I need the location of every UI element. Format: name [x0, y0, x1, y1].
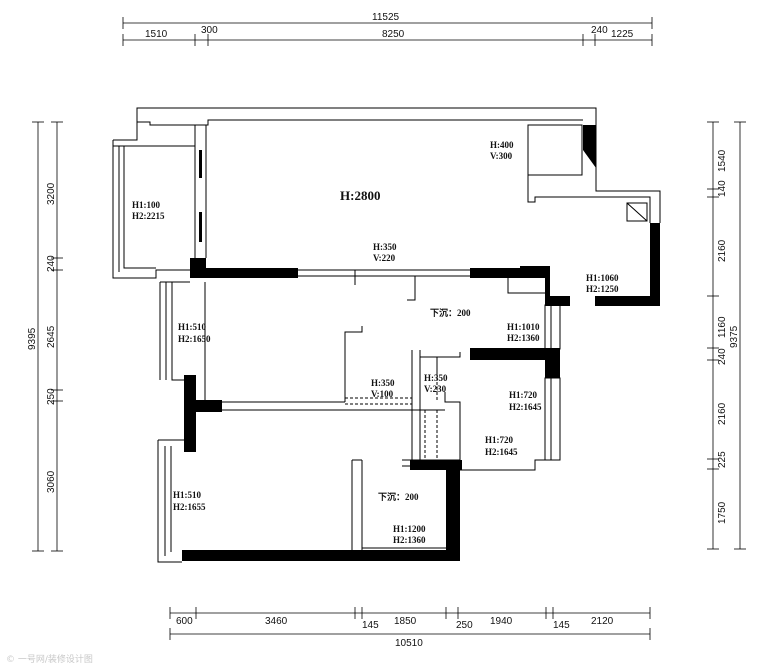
- dim-left-seg-3: 2645: [46, 325, 57, 348]
- opening-main-h-label: H:350: [373, 242, 397, 252]
- ceiling-height-label: H:2800: [340, 188, 380, 203]
- opening-hall-h-label: H:350: [371, 378, 395, 388]
- window-right-upper-h1: H1:1060: [586, 273, 619, 283]
- dim-top-seg-4: 240: [591, 25, 608, 36]
- right-dimension-lines: [707, 121, 746, 550]
- dim-left-total: 9395: [27, 327, 38, 350]
- drop-upper-label: 下沉：200: [430, 307, 471, 318]
- window-left-lower-h2: H2:1655: [173, 502, 206, 512]
- dim-bottom-seg-4: 1850: [394, 616, 417, 627]
- dim-top-seg-3: 8250: [382, 29, 405, 40]
- dim-right-seg-3: 2160: [717, 239, 728, 262]
- dim-top-seg-2: 300: [201, 25, 218, 36]
- balcony-h1-label: H1:100: [132, 200, 160, 210]
- window-left-mid-h1: H1:510: [178, 322, 206, 332]
- window-bottom-h1: H1:1200: [393, 524, 426, 534]
- watermark: © 一号网/装修设计图: [6, 653, 93, 665]
- dim-bottom-seg-5: 250: [456, 620, 473, 631]
- dim-right-total: 9375: [729, 325, 740, 348]
- drop-lower-label: 下沉：200: [378, 491, 419, 502]
- bottom-dimension-lines: [169, 607, 651, 640]
- opening-bath-v-label: V:230: [424, 384, 447, 394]
- dim-right-seg-4: 1160: [717, 316, 728, 338]
- window-right-lower-h2: H2:1645: [485, 447, 518, 457]
- dim-right-seg-8: 1750: [717, 501, 728, 524]
- kitchen-v-label: V:300: [490, 151, 513, 161]
- dim-left-seg-2: 240: [46, 255, 57, 272]
- window-bottom-h2: H2:1360: [393, 535, 426, 545]
- top-dimension-lines: [122, 17, 653, 46]
- dim-bottom-total: 10510: [395, 638, 423, 649]
- opening-bath-h-label: H:350: [424, 373, 448, 383]
- opening-hall-v-label: V:100: [371, 389, 394, 399]
- walls: [182, 125, 660, 561]
- window-right-upper-h2: H2:1250: [586, 284, 619, 294]
- dim-right-seg-1: 1540: [717, 149, 728, 172]
- left-dimension-lines: [32, 121, 63, 552]
- balcony-h2-label: H2:2215: [132, 211, 165, 221]
- dim-top-total: 11525: [372, 12, 400, 23]
- dim-right-seg-7: 225: [717, 451, 728, 468]
- kitchen-h-label: H:400: [490, 140, 514, 150]
- dim-left-seg-4: 250: [46, 388, 57, 405]
- dim-bottom-seg-6: 1940: [490, 616, 513, 627]
- window-right-mid-h1: H1:720: [509, 390, 537, 400]
- dim-left-seg-1: 3200: [46, 182, 57, 205]
- dim-bottom-seg-2: 3460: [265, 616, 288, 627]
- dim-top-seg-1: 1510: [145, 29, 168, 40]
- window-bath-upper-h1: H1:1010: [507, 322, 540, 332]
- dim-right-seg-6: 2160: [717, 402, 728, 425]
- opening-main-v-label: V:220: [373, 253, 396, 263]
- dim-bottom-seg-1: 600: [176, 616, 193, 627]
- dim-bottom-seg-7: 145: [553, 620, 570, 631]
- window-right-mid-h2: H2:1645: [509, 402, 542, 412]
- window-left-mid-h2: H2:1650: [178, 334, 211, 344]
- dim-left-seg-5: 3060: [46, 470, 57, 493]
- window-left-lower-h1: H1:510: [173, 490, 201, 500]
- window-bath-upper-h2: H2:1360: [507, 333, 540, 343]
- window-right-lower-h1: H1:720: [485, 435, 513, 445]
- dim-bottom-seg-8: 2120: [591, 616, 614, 627]
- dim-top-seg-5: 1225: [611, 29, 634, 40]
- dim-right-seg-2: 140: [717, 180, 728, 197]
- dim-right-seg-5: 240: [717, 348, 728, 365]
- dim-bottom-seg-3: 145: [362, 620, 379, 631]
